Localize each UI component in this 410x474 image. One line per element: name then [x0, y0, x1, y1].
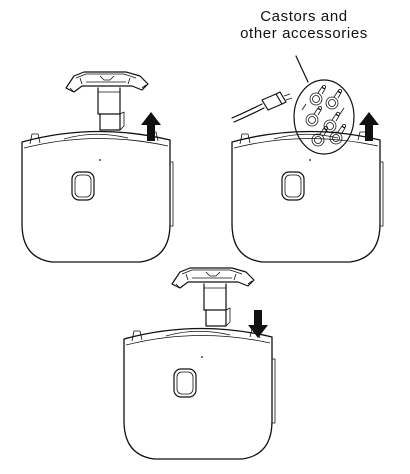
step-2-panel [231, 55, 384, 263]
unit-body-1 [21, 130, 174, 263]
arrow-up-icon [359, 112, 379, 141]
castor-icon [323, 112, 341, 133]
callout-leader-line [295, 55, 309, 83]
power-cord-icon [231, 91, 293, 123]
accessories-outline [293, 79, 355, 155]
callout-line-2: other accessories [240, 25, 368, 42]
step-1-panel [21, 71, 174, 263]
arrow-down-icon [248, 310, 268, 338]
callout-line-1: Castors and [260, 8, 348, 25]
unit-body-2 [231, 130, 384, 263]
castor-icon [325, 89, 343, 110]
cradle-component-1 [65, 71, 149, 131]
arrow-up-icon [141, 112, 161, 141]
step-3-panel [123, 267, 276, 460]
accessories-group [293, 79, 355, 155]
cradle-component-3 [171, 267, 255, 327]
castor-icon [309, 85, 327, 106]
unit-body-3 [123, 327, 276, 460]
accessories-callout: Castors and other accessories [214, 8, 394, 42]
castor-icon [305, 106, 323, 127]
